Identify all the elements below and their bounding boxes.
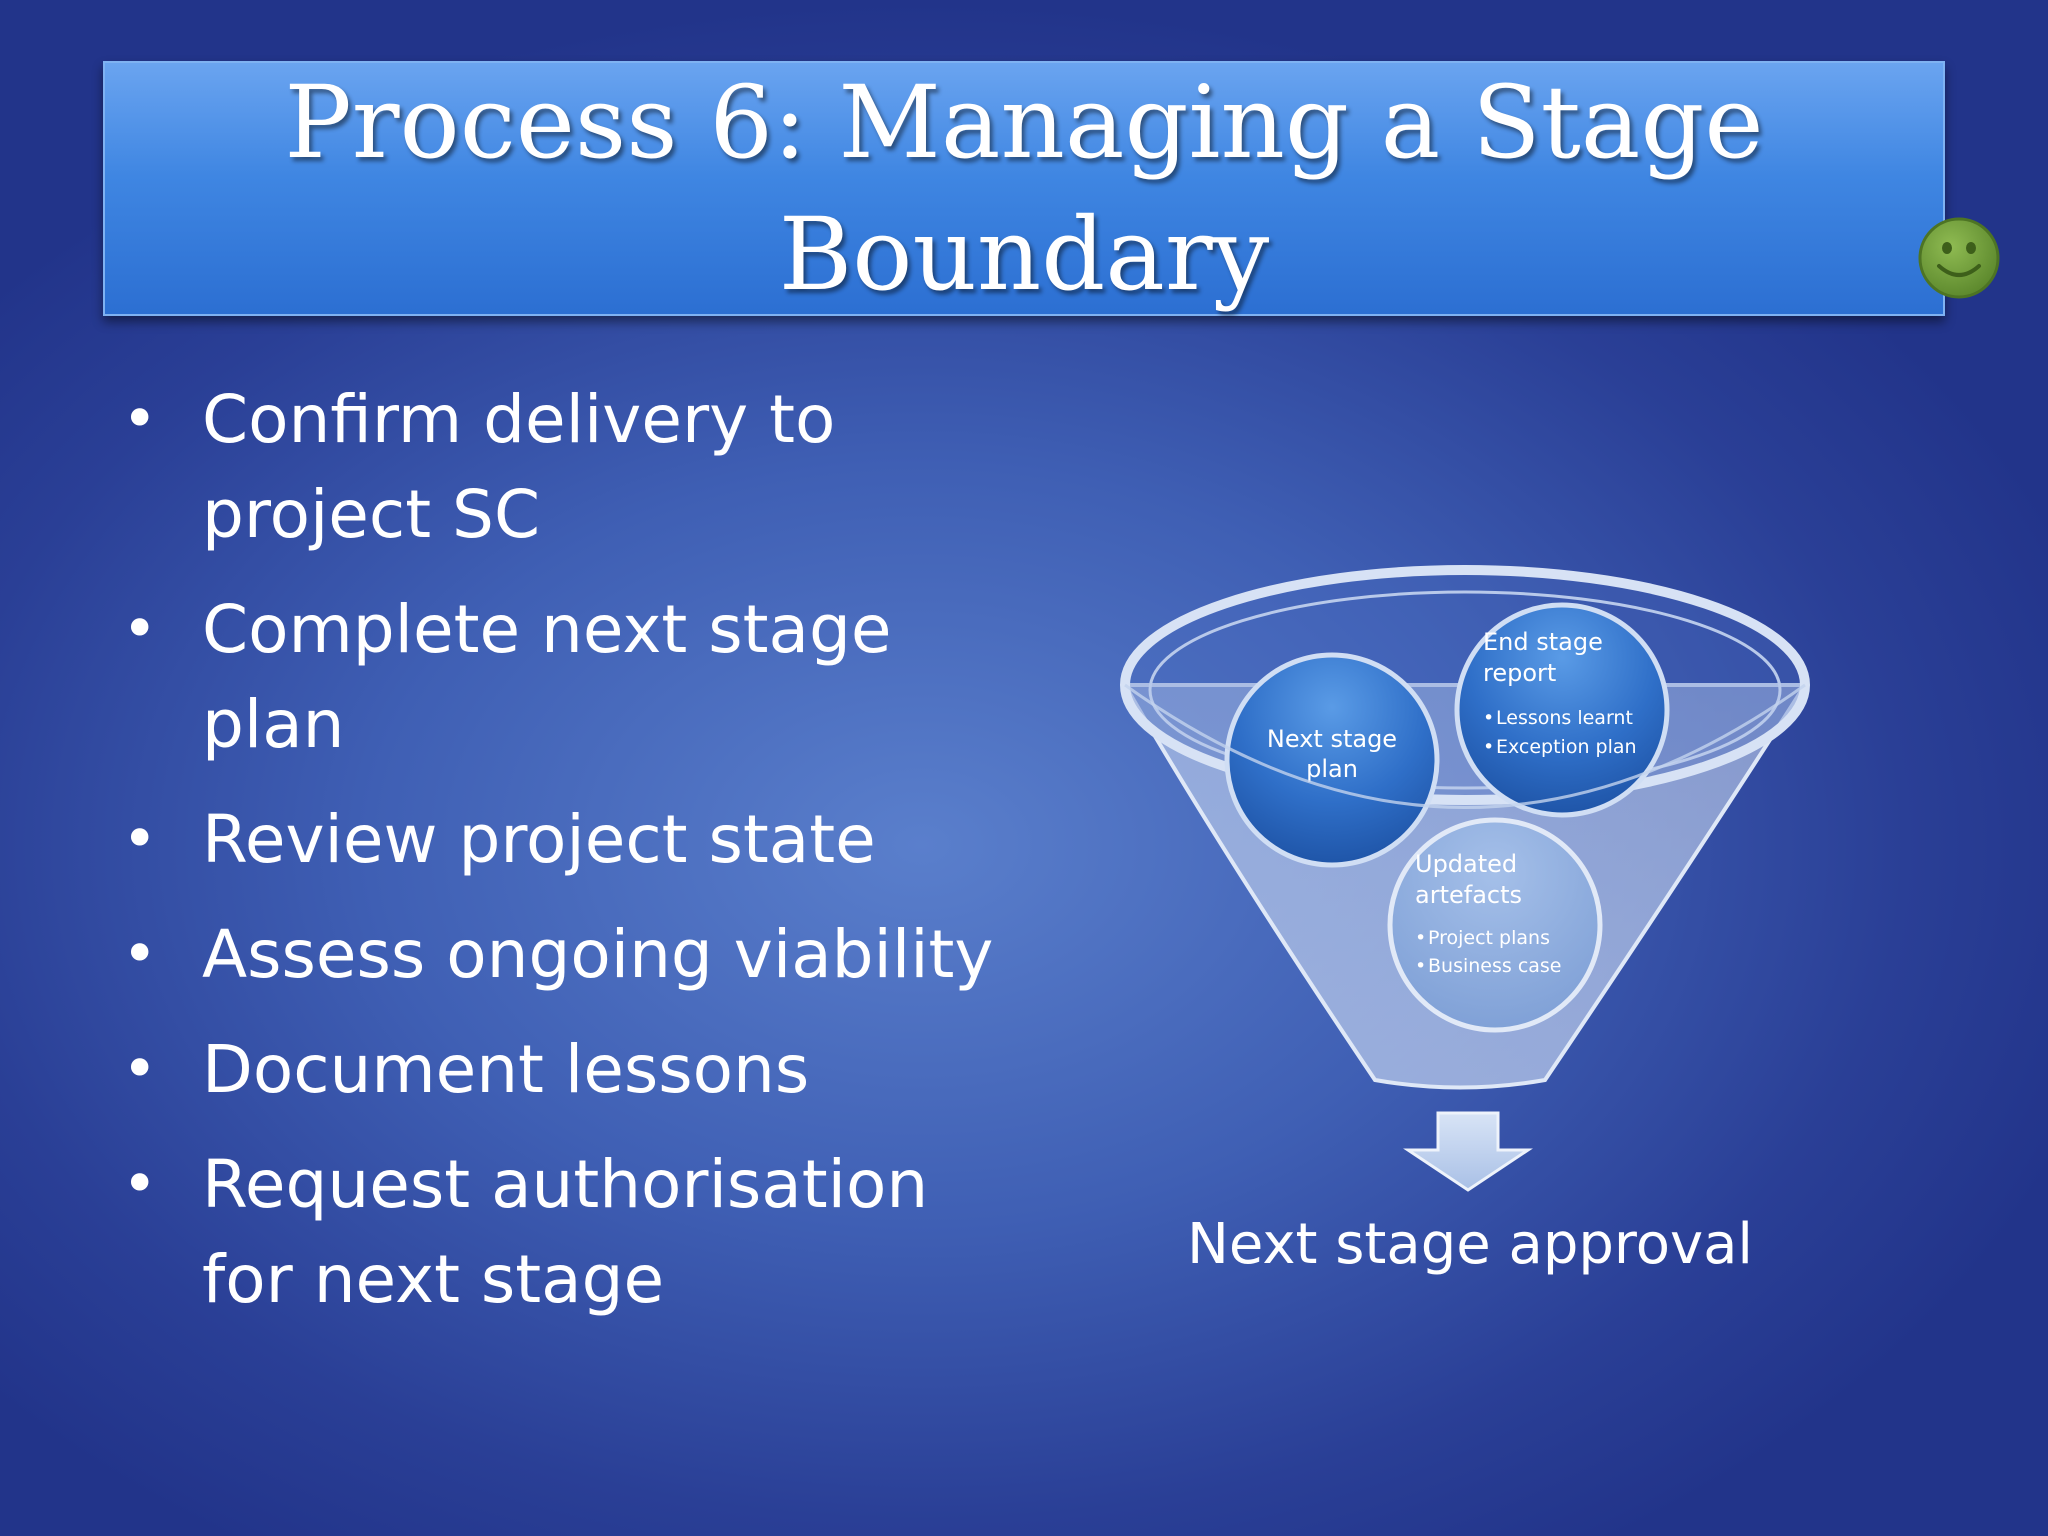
title-bar: Process 6: Managing a Stage Boundary bbox=[103, 61, 2000, 316]
bullet-item: •Assess ongoing viability bbox=[118, 907, 1018, 1002]
bullet-dot: • bbox=[122, 384, 158, 454]
next-stage-approval-label: Next stage approval bbox=[1187, 1212, 1753, 1277]
svg-text:artefacts: artefacts bbox=[1415, 881, 1522, 909]
svg-text:Updated: Updated bbox=[1415, 850, 1517, 878]
svg-text:Exception plan: Exception plan bbox=[1496, 736, 1637, 758]
circle-updated-artefacts: Updated artefacts • Project plans • Busi… bbox=[1387, 817, 1603, 1033]
bullet-dot: • bbox=[122, 919, 158, 989]
bullet-item: •Complete next stage plan bbox=[118, 582, 1018, 772]
svg-text:•: • bbox=[1415, 927, 1426, 949]
svg-text:Next stage: Next stage bbox=[1267, 725, 1397, 753]
slide-title: Process 6: Managing a Stage Boundary bbox=[284, 63, 1764, 313]
svg-text:End stage: End stage bbox=[1483, 628, 1603, 656]
smiley-face-icon bbox=[1918, 217, 2000, 299]
bullet-item: •Request authorisation for next stage bbox=[118, 1137, 1018, 1327]
svg-text:plan: plan bbox=[1306, 755, 1358, 783]
bullet-dot: • bbox=[122, 1034, 158, 1104]
bullet-item: •Review project state bbox=[118, 792, 1018, 887]
down-arrow-icon bbox=[1403, 1111, 1533, 1192]
bullet-dot: • bbox=[122, 1149, 158, 1219]
circle-end-stage-report: End stage report • Lessons learnt • Exce… bbox=[1454, 602, 1670, 818]
svg-text:Lessons learnt: Lessons learnt bbox=[1496, 707, 1633, 729]
svg-text:report: report bbox=[1483, 659, 1556, 687]
bullet-item: •Confirm delivery to project SC bbox=[118, 372, 1018, 562]
svg-text:Business case: Business case bbox=[1428, 955, 1562, 977]
bullet-dot: • bbox=[122, 804, 158, 874]
svg-text:•: • bbox=[1415, 955, 1426, 977]
svg-text:•: • bbox=[1483, 736, 1494, 758]
svg-text:Project plans: Project plans bbox=[1428, 927, 1550, 949]
bullet-list: •Confirm delivery to project SC •Complet… bbox=[118, 372, 1018, 1347]
bullet-dot: • bbox=[122, 594, 158, 664]
funnel-diagram: Next stage plan End stage report • Lesso… bbox=[1120, 565, 1810, 1192]
bullet-item: •Document lessons bbox=[118, 1022, 1018, 1117]
svg-text:•: • bbox=[1483, 707, 1494, 729]
circle-next-stage-plan: Next stage plan bbox=[1224, 652, 1440, 868]
